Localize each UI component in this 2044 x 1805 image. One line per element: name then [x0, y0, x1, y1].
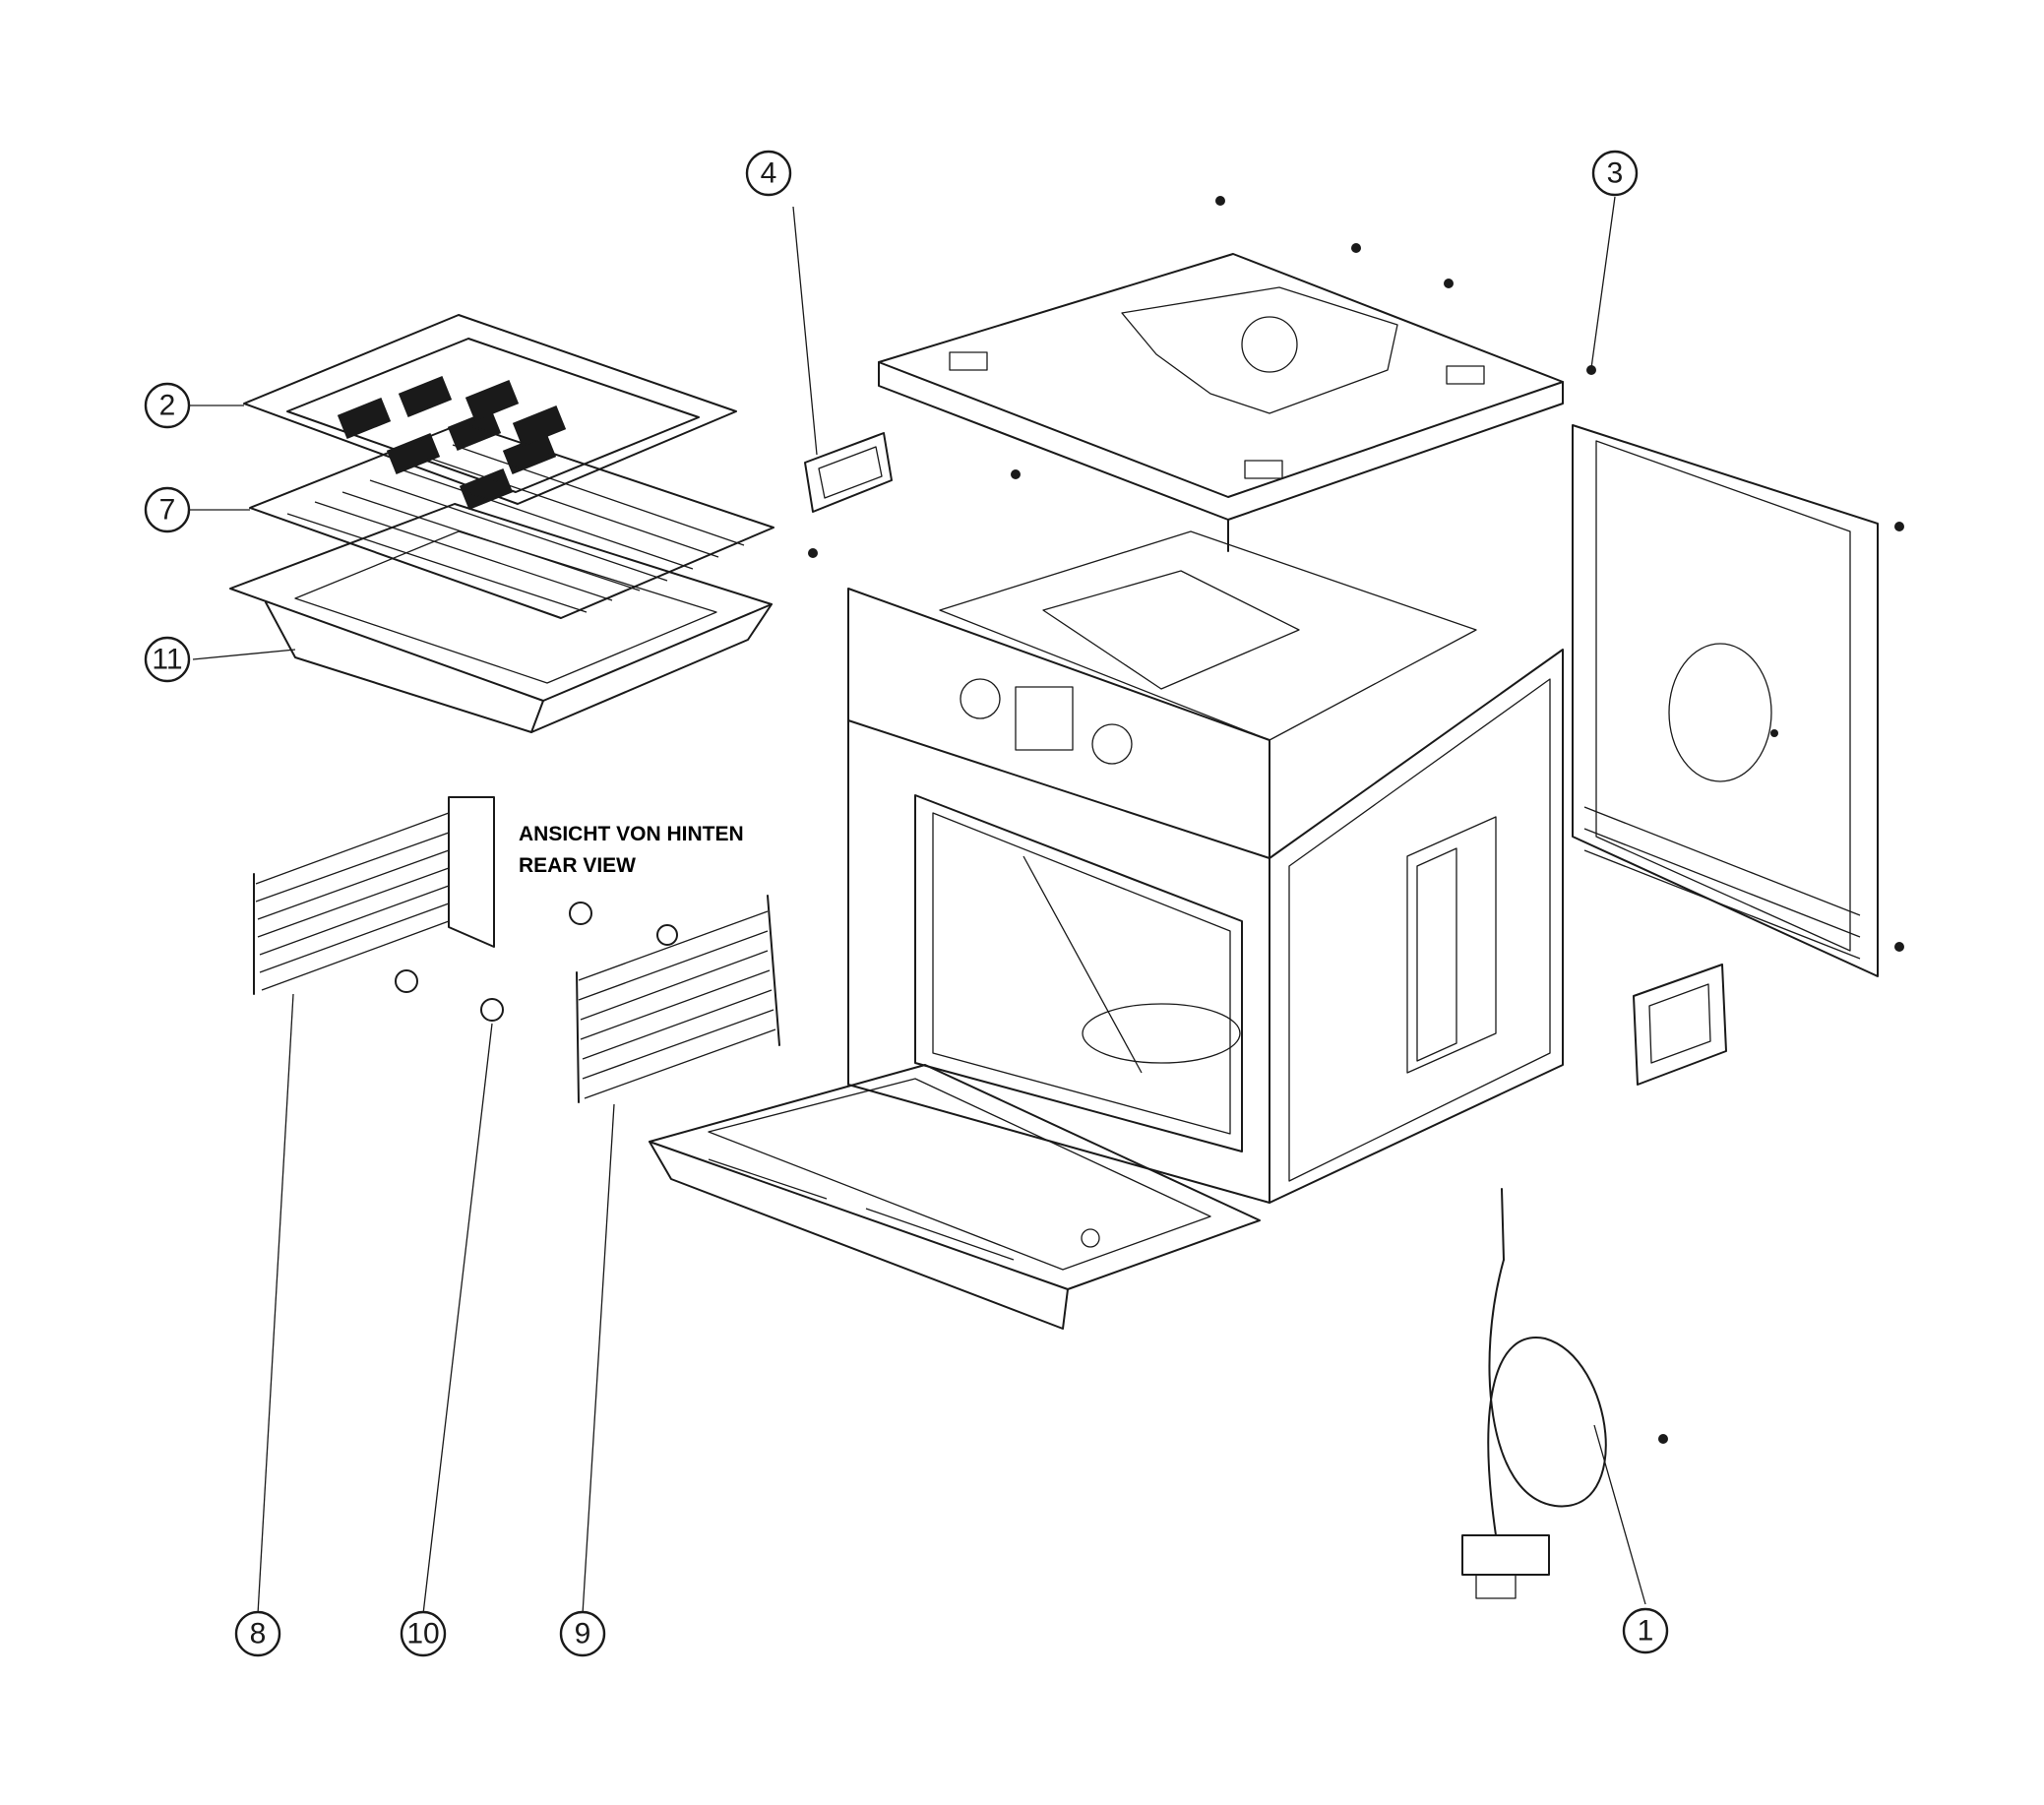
trim-part-4: [804, 432, 893, 513]
screw-set-top: [808, 196, 1668, 1444]
svg-text:11: 11: [152, 644, 182, 676]
callout-3: 3: [1591, 150, 1639, 197]
svg-text:9: 9: [575, 1618, 591, 1650]
callout-10: 10: [400, 1610, 447, 1657]
svg-text:7: 7: [159, 494, 176, 527]
callout-7: 7: [144, 486, 191, 533]
tray-11-baking: [229, 503, 773, 733]
svg-text:10: 10: [406, 1618, 439, 1650]
note-line-german: ANSICHT VON HINTEN: [519, 823, 744, 845]
trim-part-right: [1633, 964, 1727, 1086]
callout-9: 9: [559, 1610, 606, 1657]
callout-4: 4: [745, 150, 792, 197]
rear-view-note: ANSICHT VON HINTEN REAR VIEW: [519, 823, 744, 877]
svg-text:3: 3: [1607, 157, 1624, 190]
callout-2: 2: [144, 382, 191, 429]
fastener-10-set: [395, 902, 678, 1022]
tray-2-perforated: [243, 314, 737, 511]
svg-text:4: 4: [761, 157, 777, 190]
oven-body: [847, 530, 1564, 1204]
rear-side-panel: [1572, 424, 1904, 977]
meat-probe-1: [1461, 1188, 1607, 1599]
leader-lines: [189, 196, 1646, 1615]
rack-7-wire-grid: [249, 422, 774, 619]
callout-8: 8: [234, 1610, 281, 1657]
top-cover-panel: [878, 253, 1564, 552]
callout-1: 1: [1622, 1607, 1669, 1654]
rail-9-right: [576, 895, 780, 1103]
svg-text:1: 1: [1638, 1615, 1654, 1648]
svg-text:8: 8: [250, 1618, 267, 1650]
svg-text:2: 2: [159, 390, 176, 422]
note-line-english: REAR VIEW: [519, 854, 636, 877]
callout-11: 11: [144, 636, 191, 683]
rail-8-left: [253, 796, 495, 995]
oven-door: [649, 1064, 1261, 1330]
